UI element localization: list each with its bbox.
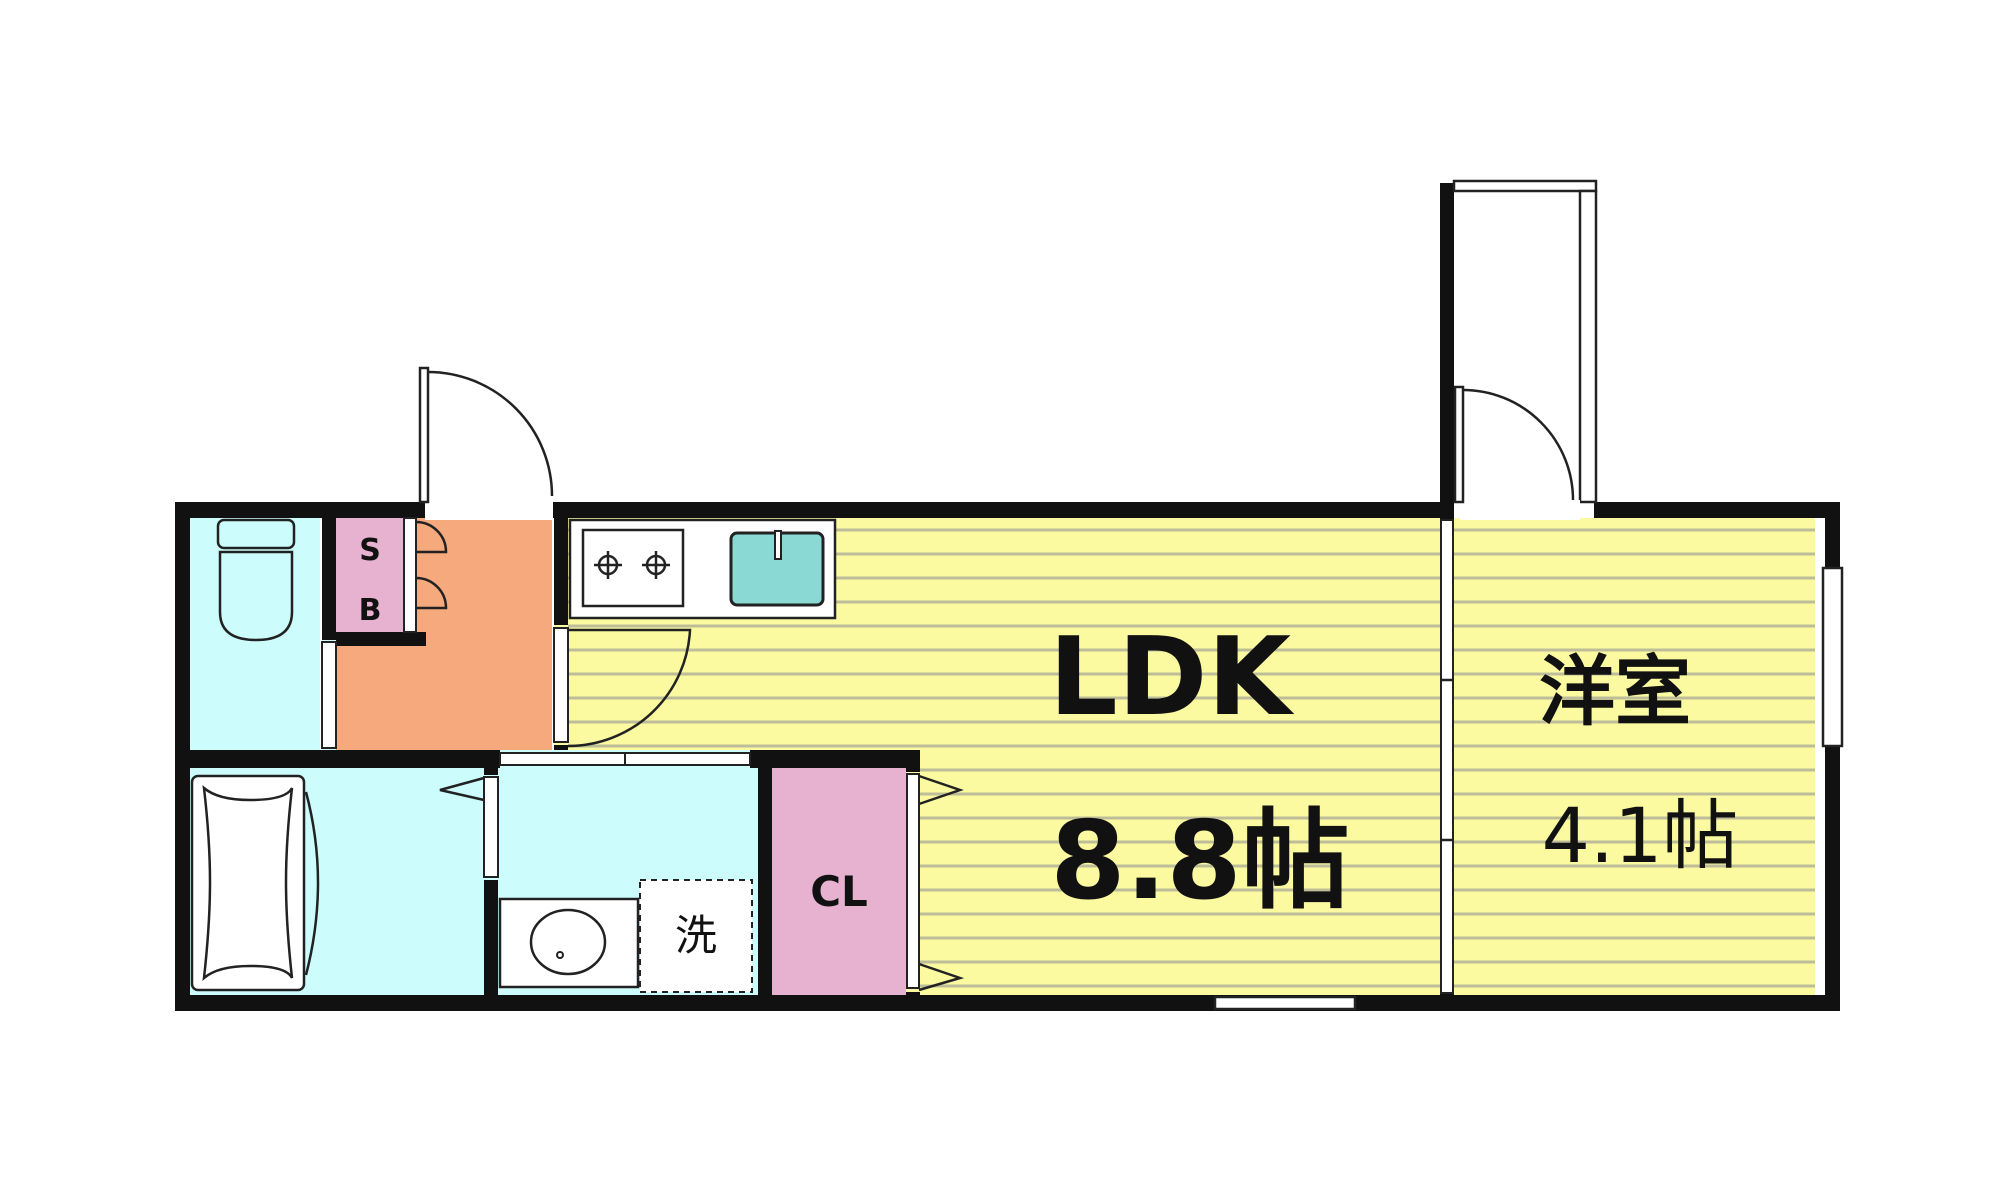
burner-icon [594,551,622,579]
shoebox-label-s: S [359,533,381,568]
closet-door [906,773,965,992]
washer-space [639,879,753,993]
western-room-size: 4.1帖 [1542,791,1739,880]
bathtub-icon [190,774,306,992]
washer-label: 洗 [675,911,717,960]
washroom-door [499,752,751,766]
entrance-door [418,366,554,504]
washbasin-icon [529,908,607,976]
burner-icon [642,551,670,579]
bathroom-door [304,791,320,976]
entrance-opening [425,500,553,520]
drain-icon [556,951,564,959]
balcony [1452,179,1598,518]
shoebox-door [403,517,448,633]
toilet-door [321,641,337,749]
balcony-door [1453,385,1575,504]
closet-label: CL [810,867,868,916]
sliding-door [439,776,499,878]
faucet-icon [774,530,782,560]
ldk-name: LDK [1049,615,1294,740]
stove-top [581,528,685,608]
toilet-icon [216,518,296,642]
western-room-name: 洋室 [1539,647,1691,736]
ldk-size: 8.8帖 [1050,799,1349,924]
closet [770,768,908,995]
western-room-floor [1450,517,1815,995]
window [1213,995,1357,1011]
window [1821,566,1844,748]
shoebox-label-b: B [359,593,382,628]
kitchen-door [553,627,692,748]
shoebox [336,517,404,633]
partition-sliding-door [1440,519,1454,994]
balcony-opening [1460,500,1580,520]
